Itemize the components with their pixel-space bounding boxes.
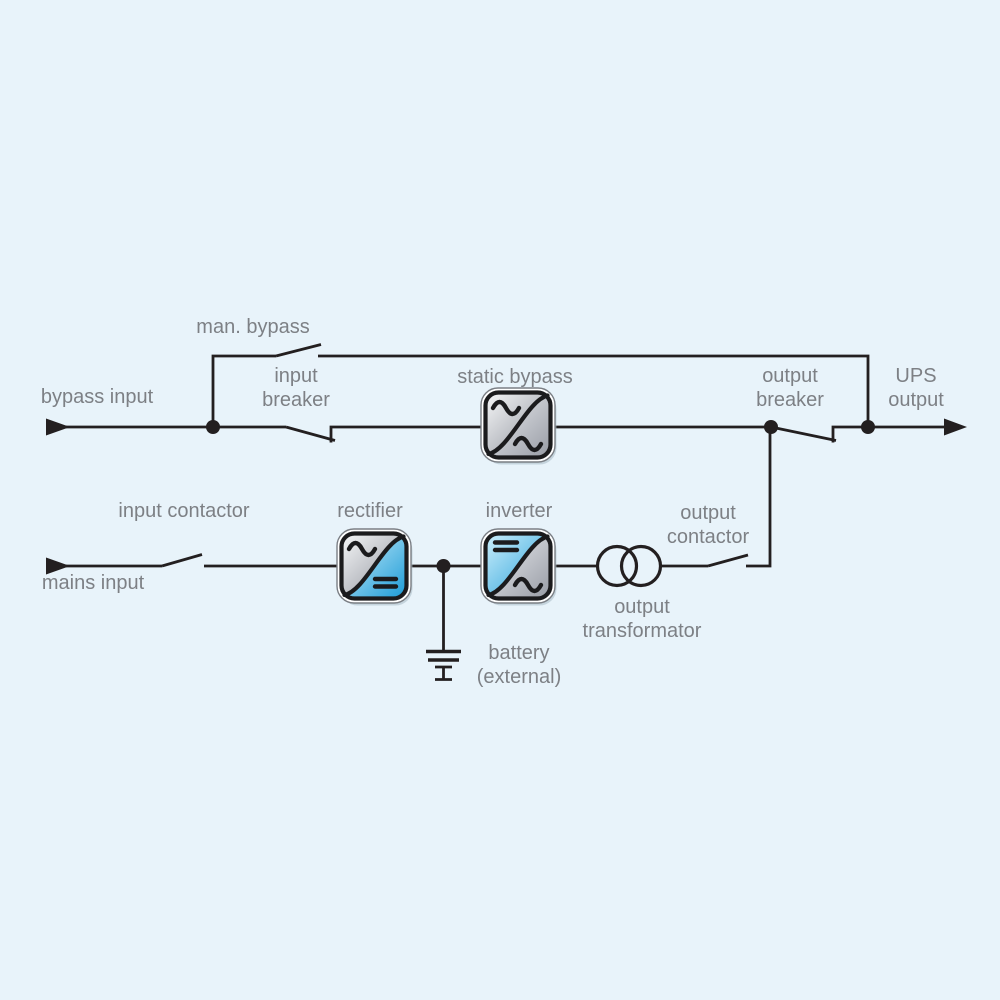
ups-output-arrow-icon <box>944 418 967 436</box>
bypass-junction-dot <box>206 420 220 434</box>
input-breaker-label: input breaker <box>262 365 330 411</box>
input-breaker-blade <box>285 425 336 442</box>
transformer-secondary-coil <box>619 544 663 588</box>
battery-label: battery (external) <box>476 642 562 688</box>
output-junction-dot <box>764 420 778 434</box>
static-bypass-label: static bypass <box>457 366 573 388</box>
mains-input-arrow-icon <box>46 557 70 575</box>
converter-diagonal <box>486 393 550 457</box>
converter-diagonal <box>342 534 406 598</box>
input-contactor-label: input contactor <box>118 500 250 522</box>
dc-bars-icon <box>492 540 520 553</box>
man-bypass-riser-wire <box>211 354 276 427</box>
ups-output-label: UPS output <box>888 365 944 411</box>
ac-wave-icon <box>512 435 544 453</box>
transformer-primary-coil <box>595 544 639 588</box>
wires <box>58 343 946 650</box>
bypass-input-arrow-icon <box>46 418 70 436</box>
output-breaker-blade <box>770 425 837 442</box>
ac-wave-icon <box>512 576 544 594</box>
dc-bars-icon <box>372 576 399 589</box>
ac-wave-icon <box>346 540 378 558</box>
output-breaker-fixed-contact <box>831 425 868 443</box>
inverter-label: inverter <box>485 500 553 522</box>
static-bypass-block <box>480 387 557 465</box>
battery-junction-dot <box>436 559 451 573</box>
rectifier-label: rectifier <box>337 500 403 522</box>
battery-symbol <box>426 649 461 681</box>
inverter-block <box>480 528 557 606</box>
rectifier-block <box>336 528 413 606</box>
input-contactor-blade <box>161 553 203 568</box>
input-breaker-fixed-contact <box>329 425 484 443</box>
output-contactor-blade <box>707 553 749 568</box>
output-breaker-label: output breaker <box>756 365 824 411</box>
man-bypass-label: man. bypass <box>196 316 310 338</box>
output-transformator-symbol <box>595 544 663 588</box>
man-bypass-top-wire <box>318 354 870 427</box>
ac-wave-icon <box>490 399 522 417</box>
man-bypass-switch-blade <box>275 343 322 358</box>
mains-input-label: mains input <box>41 572 145 594</box>
output-contactor-label: output contactor <box>666 502 750 548</box>
converter-diagonal <box>486 534 550 598</box>
bypass-input-label: bypass input <box>40 386 154 408</box>
output-transformator-label: output transformator <box>582 596 702 642</box>
man-bypass-junction-dot <box>861 420 875 434</box>
output-contactor-riser-wire <box>746 427 772 568</box>
junction-dots <box>206 420 875 573</box>
